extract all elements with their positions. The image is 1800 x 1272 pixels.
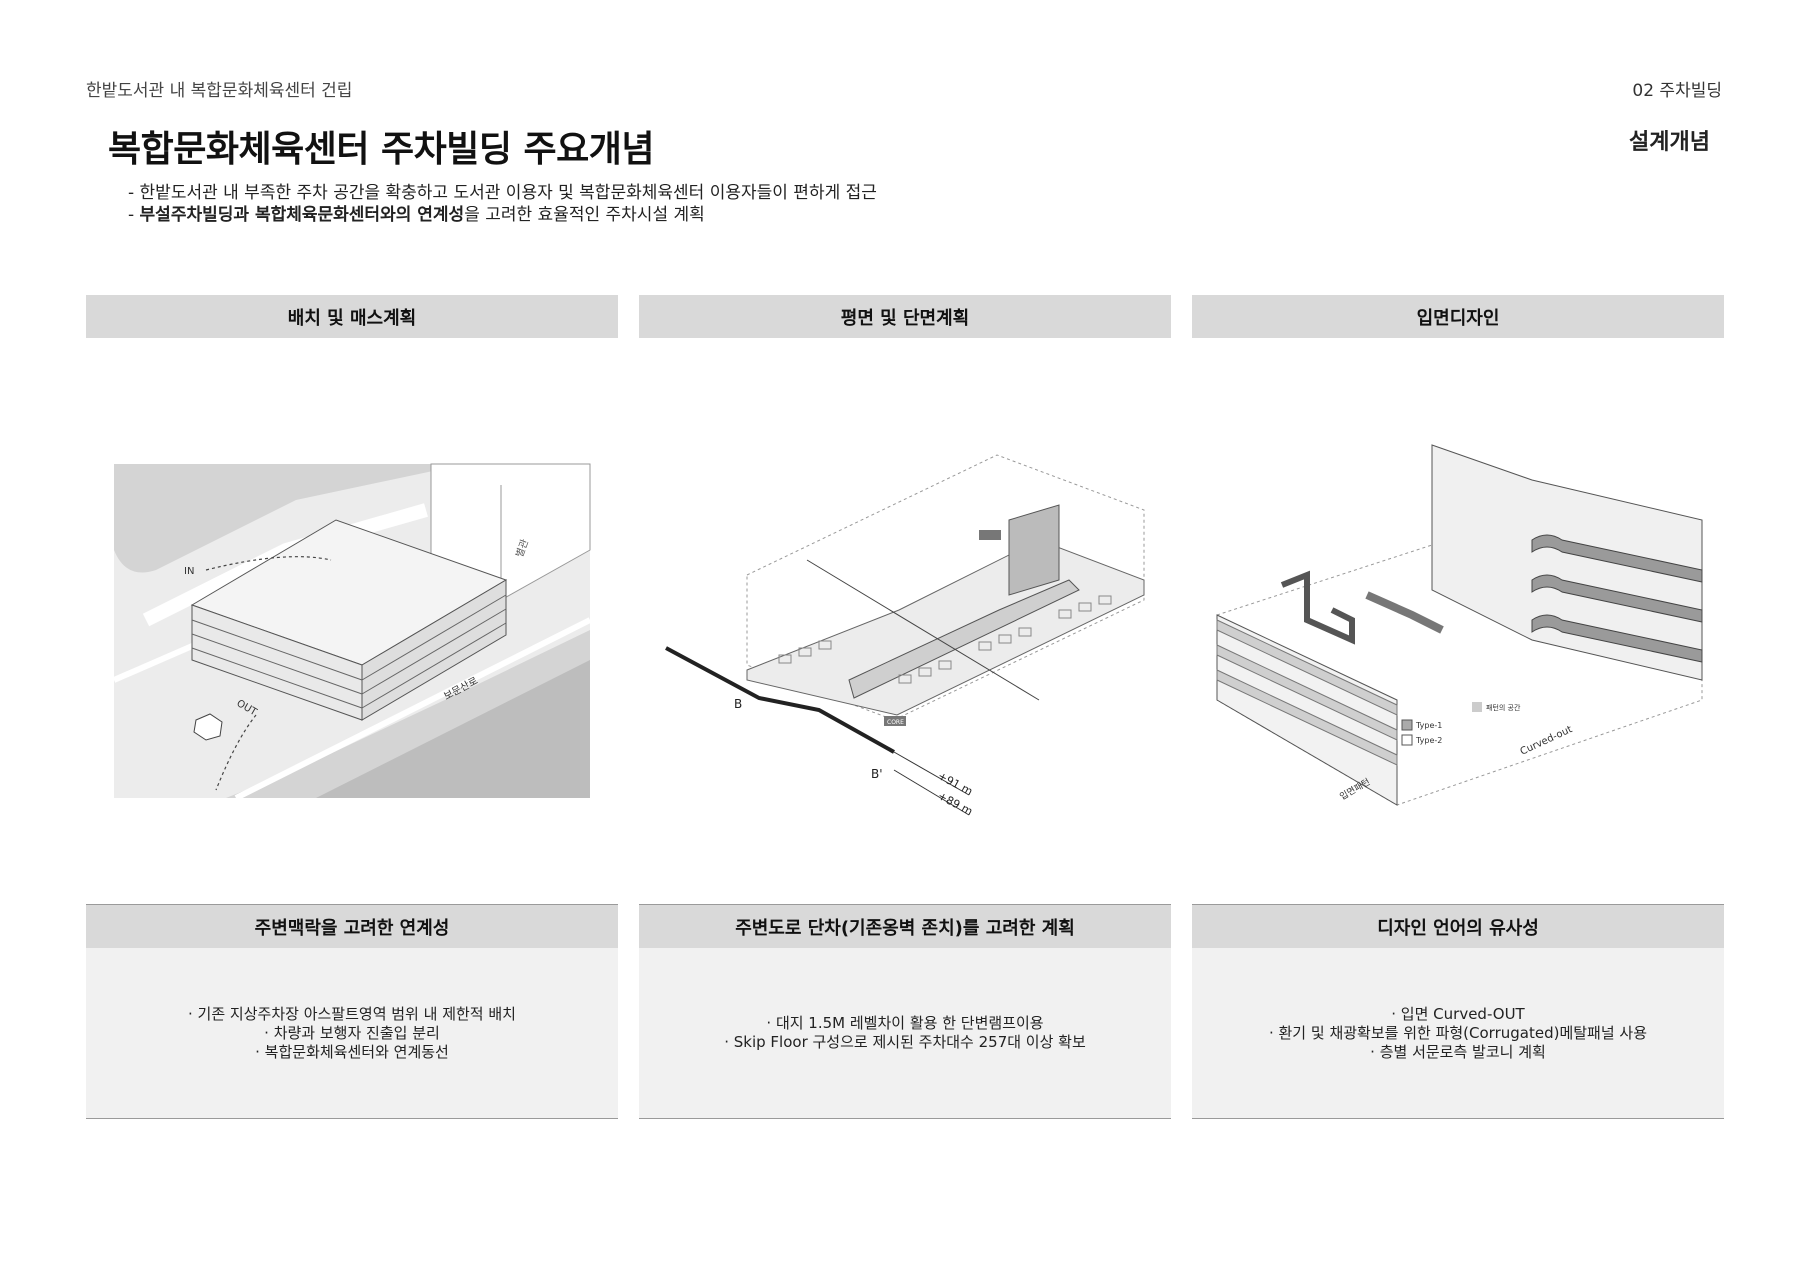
in-label: IN (184, 566, 194, 577)
bullet: · 기존 지상주차장 아스팔트영역 범위 내 제한적 배치 (188, 1004, 516, 1023)
bullet: · 환기 및 채광확보를 위한 파형(Corrugated)메탈패널 사용 (1268, 1023, 1648, 1042)
column-header-plan: 평면 및 단면계획 (639, 295, 1171, 338)
concept-body-level: · 대지 1.5M 레벨차이 활용 한 단변램프이용 · Skip Floor … (639, 948, 1171, 1119)
bullet: · Skip Floor 구성으로 제시된 주차대수 257대 이상 확보 (724, 1033, 1086, 1051)
intro-line-1: - 한밭도서관 내 부족한 주차 공간을 확충하고 도서관 이용자 및 복합문화… (128, 183, 877, 203)
type2-label: Type-2 (1415, 736, 1442, 745)
intro-line-2: - 부설주차빌딩과 복합체육문화센터와의 연계성을 고려한 효율적인 주차시설 … (128, 204, 877, 226)
intro-text: - 한밭도서관 내 부족한 주차 공간을 확충하고 도서관 이용자 및 복합문화… (128, 182, 877, 226)
curved-label: Curved-out (1519, 724, 1574, 758)
concept-header-design: 디자인 언어의 유사성 (1192, 904, 1724, 949)
intro-bold: 부설주차빌딩과 복합체육문화센터와의 연계성 (139, 205, 465, 225)
annex-label: 별관 (514, 538, 532, 559)
category-label: 설계개념 (1629, 130, 1710, 155)
bullet: · 복합문화체육센터와 연계동선 (255, 1042, 449, 1061)
core-label: CORE (887, 719, 904, 726)
bullet: · 층별 서문로측 발코니 계획 (1370, 1042, 1546, 1061)
bullet: · 입면 Curved-OUT (1391, 1004, 1525, 1023)
intro-prefix: - (128, 205, 140, 225)
type1-label: Type-1 (1415, 721, 1442, 730)
concept-body-context: · 기존 지상주차장 아스팔트영역 범위 내 제한적 배치 · 차량과 보행자 … (86, 948, 618, 1119)
column-header-facade: 입면디자인 (1192, 295, 1724, 338)
column-header-layout: 배치 및 매스계획 (86, 295, 618, 338)
facade-diagram: Type-1 Type-2 패턴의 공간 Curved-out 입면패턴 (1192, 430, 1724, 850)
bullet: · 차량과 보행자 진출입 분리 (264, 1023, 440, 1042)
concept-header-context: 주변맥락을 고려한 연계성 (86, 904, 618, 949)
section-b-label: B (734, 697, 742, 711)
intro-rest: 을 고려한 효율적인 주차시설 계획 (464, 205, 705, 225)
site-mass-diagram: 별관 IN OUT 보문산로 (86, 430, 618, 850)
plan-section-diagram: CORE B B' +91 m +89 m (639, 430, 1171, 850)
project-name: 한밭도서관 내 복합문화체육센터 건립 (86, 81, 353, 101)
section-label: 02 주차빌딩 (1632, 81, 1722, 101)
legend-label: 패턴의 공간 (1486, 703, 1521, 712)
section-b-prime-label: B' (871, 767, 883, 781)
bullet: · 대지 1.5M 레벨차이 활용 한 단변램프이용 (766, 1014, 1044, 1032)
concept-header-level: 주변도로 단차(기존옹벽 존치)를 고려한 계획 (639, 904, 1171, 949)
concept-body-design: · 입면 Curved-OUT · 환기 및 채광확보를 위한 파형(Corru… (1192, 948, 1724, 1119)
page-title: 복합문화체육센터 주차빌딩 주요개념 (108, 129, 655, 170)
